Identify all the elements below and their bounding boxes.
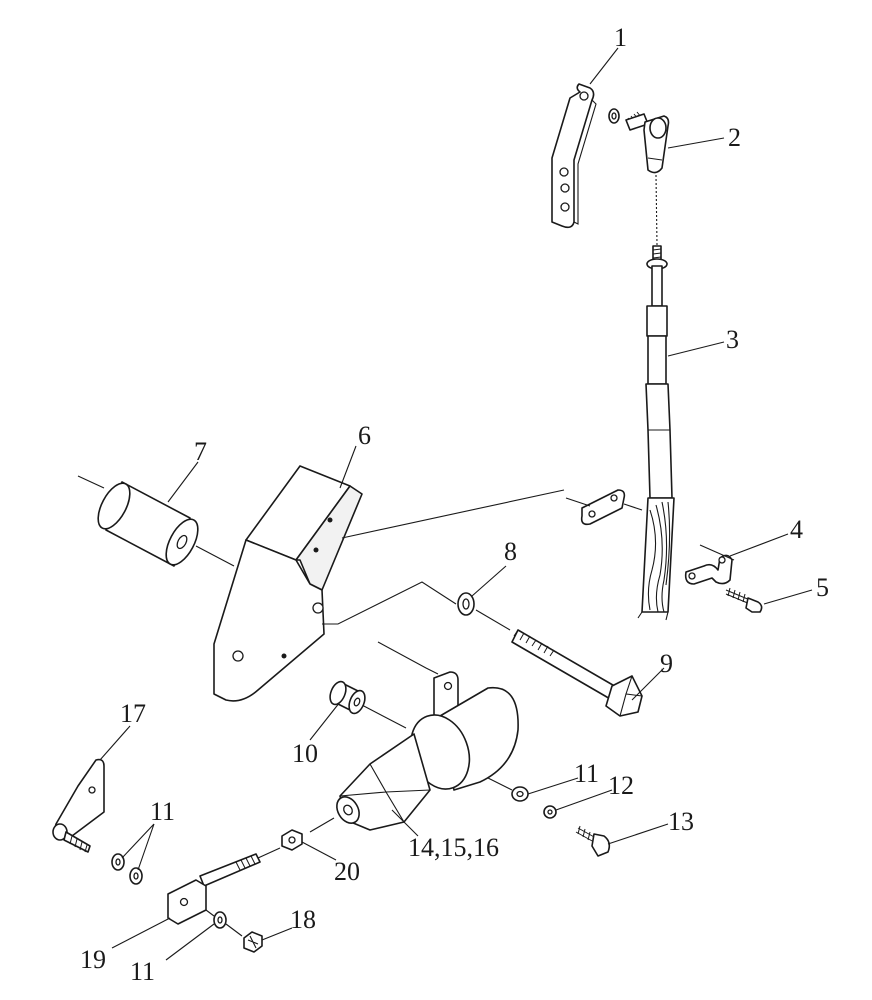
callout-13: 13 — [668, 807, 694, 836]
callout-9: 9 — [660, 649, 673, 678]
leader-lines — [99, 47, 813, 961]
assembly-lines — [322, 489, 565, 729]
callout-4: 4 — [790, 515, 803, 544]
callout-11-right: 11 — [574, 759, 599, 788]
part-20-nut — [281, 829, 303, 851]
part-8-washer — [457, 592, 475, 616]
callout-labels: 1 2 3 4 5 6 7 8 9 10 11 12 13 14,15,16 1… — [80, 23, 829, 986]
callout-14-15-16: 14,15,16 — [408, 833, 499, 862]
part-14-15-16-actuator — [309, 671, 519, 833]
callout-11-left-bottom: 11 — [130, 957, 155, 986]
callout-11-left-top: 11 — [150, 797, 175, 826]
part-3-control-cable — [637, 245, 675, 621]
part-2-swivel — [625, 111, 670, 174]
cable-bracket-plate — [565, 489, 643, 526]
callout-8: 8 — [504, 537, 517, 566]
part-5-bolt — [725, 587, 763, 613]
part-12-lock-washer — [543, 805, 557, 819]
part-11-washers-left — [111, 853, 227, 929]
part-10-spacer — [329, 680, 366, 715]
callout-19: 19 — [80, 945, 106, 974]
part-1-lever-arm — [551, 83, 597, 229]
callout-2: 2 — [728, 123, 741, 152]
part-18-nut — [243, 931, 263, 953]
washer-part-1 — [608, 108, 620, 124]
part-17-lever-plate — [52, 758, 105, 853]
callout-1: 1 — [614, 23, 627, 52]
part-7-spacer-tube — [77, 475, 235, 567]
callout-3: 3 — [726, 325, 739, 354]
part-4-cable-clamp — [684, 544, 735, 585]
callout-12: 12 — [608, 771, 634, 800]
callout-6: 6 — [358, 421, 371, 450]
callout-17: 17 — [120, 699, 146, 728]
part-6-mounting-bracket — [213, 465, 363, 702]
callout-7: 7 — [194, 437, 207, 466]
callout-18: 18 — [290, 905, 316, 934]
callout-5: 5 — [816, 573, 829, 602]
part-9-long-bolt — [511, 629, 643, 717]
callout-20: 20 — [334, 857, 360, 886]
part-19-clevis-rod — [167, 847, 281, 925]
part-11-washer-right — [511, 786, 529, 802]
callout-10: 10 — [292, 739, 318, 768]
part-13-bolt — [575, 825, 611, 857]
